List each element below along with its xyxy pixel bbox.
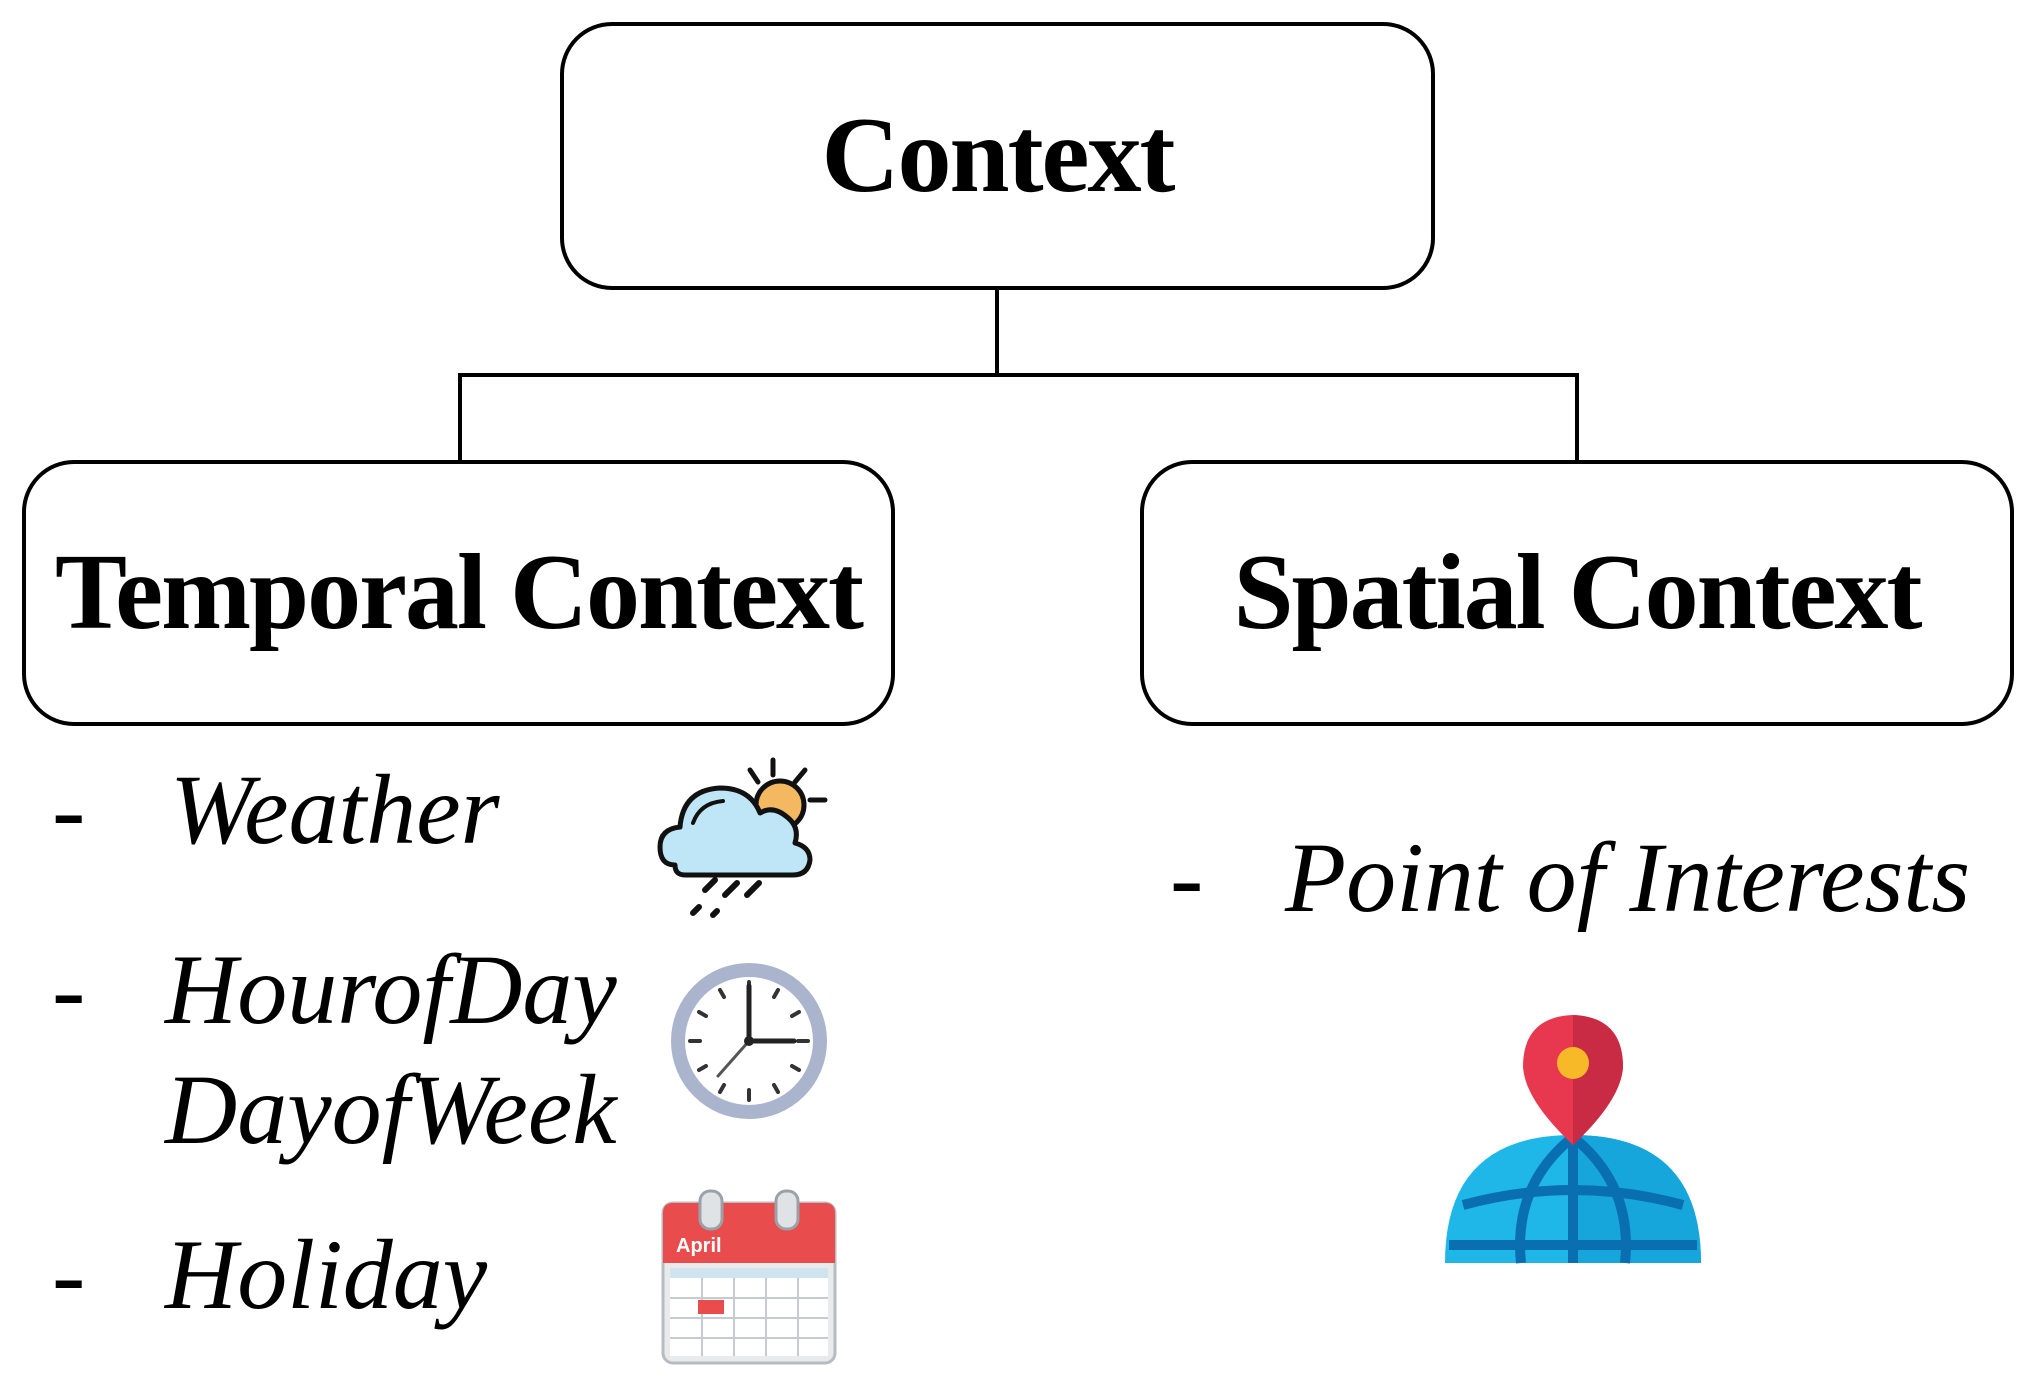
spatial-context-label: Spatial Context: [1233, 533, 1922, 652]
weather-bullet: -: [52, 754, 86, 865]
temporal-context-label: Temporal Context: [55, 533, 864, 652]
poi-item: Point of Interests: [1285, 822, 1971, 933]
holiday-item: Holiday: [165, 1219, 488, 1330]
poi-bullet: -: [1170, 822, 1204, 933]
calendar-icon: April: [661, 1189, 837, 1365]
temporal-context-node: Temporal Context: [22, 460, 895, 726]
spatial-context-node: Spatial Context: [1140, 460, 2014, 726]
hourofday-item: HourofDay: [165, 934, 617, 1045]
context-node: Context: [560, 22, 1435, 290]
clock-icon: [671, 963, 827, 1119]
weather-rain-sun-icon: [657, 757, 828, 918]
holiday-bullet: -: [52, 1219, 86, 1330]
hourofday-bullet: -: [52, 934, 86, 1045]
context-node-label: Context: [821, 96, 1176, 215]
dayofweek-item: DayofWeek: [165, 1054, 617, 1165]
calendar-month-label: April: [676, 1235, 722, 1257]
globe-location-pin-icon: [1445, 1015, 1701, 1264]
weather-item: Weather: [170, 754, 500, 865]
